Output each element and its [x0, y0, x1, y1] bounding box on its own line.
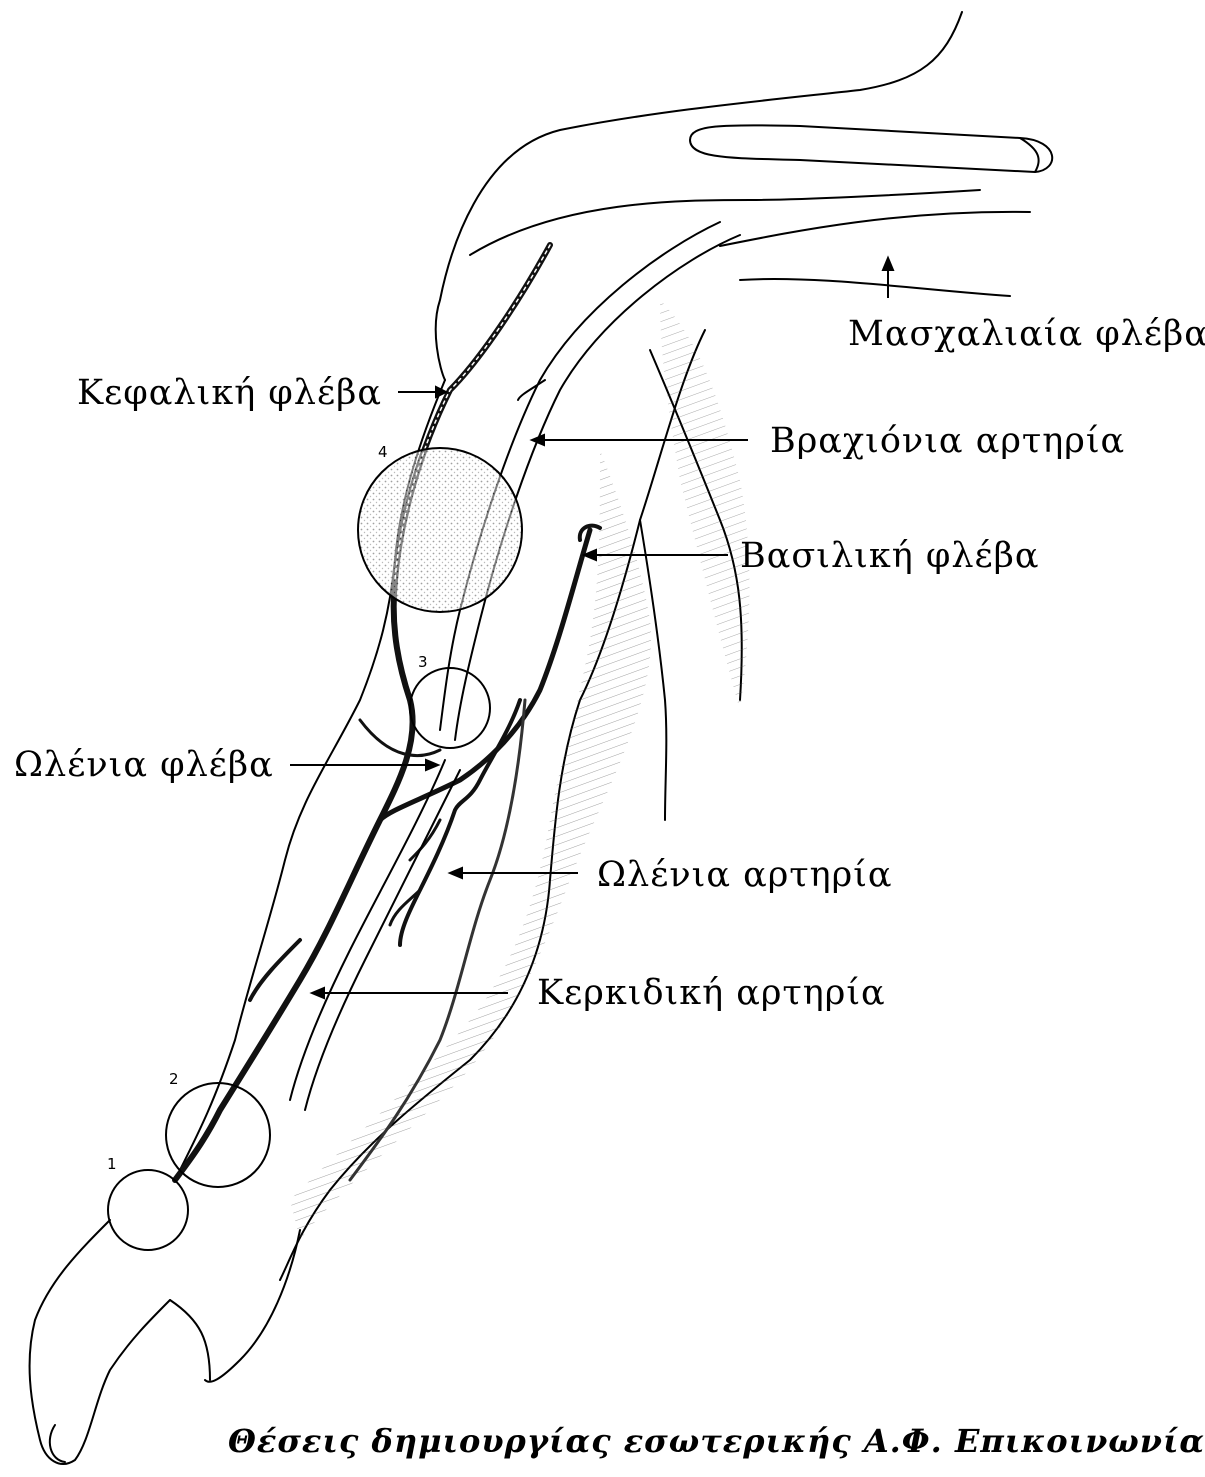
site-number-3: 3	[418, 653, 428, 671]
site-4-circle	[358, 448, 522, 612]
site-number-4: 4	[378, 443, 388, 461]
site-2-circle	[166, 1083, 270, 1187]
radial-artery-line	[290, 760, 445, 1100]
arm-outline	[30, 12, 1053, 1464]
site-1-circle	[108, 1170, 188, 1250]
ulnar-artery-line	[400, 700, 520, 945]
ulnar-artery-label: Ωλένια αρτηρία	[597, 855, 893, 895]
figure-caption: Θέσεις δημιουργίας εσωτερικής Α.Φ. Επικο…	[228, 1422, 1205, 1460]
site-3-circle	[410, 668, 490, 748]
site-number-2: 2	[169, 1070, 179, 1088]
ulnar-vein-label: Ωλένια φλέβα	[14, 745, 274, 785]
radial-artery-label: Κερκιδική αρτηρία	[537, 973, 886, 1013]
axillary-vein-label: Μασχαλιαία φλέβα	[848, 314, 1205, 354]
brachial-artery-label: Βραχιόνια αρτηρία	[770, 421, 1125, 461]
cephalic-vein-label: Κεφαλική φλέβα	[77, 373, 382, 413]
site-number-1: 1	[107, 1155, 117, 1173]
basilic-vein-label: Βασιλική φλέβα	[740, 536, 1040, 576]
site-circles	[108, 448, 522, 1250]
